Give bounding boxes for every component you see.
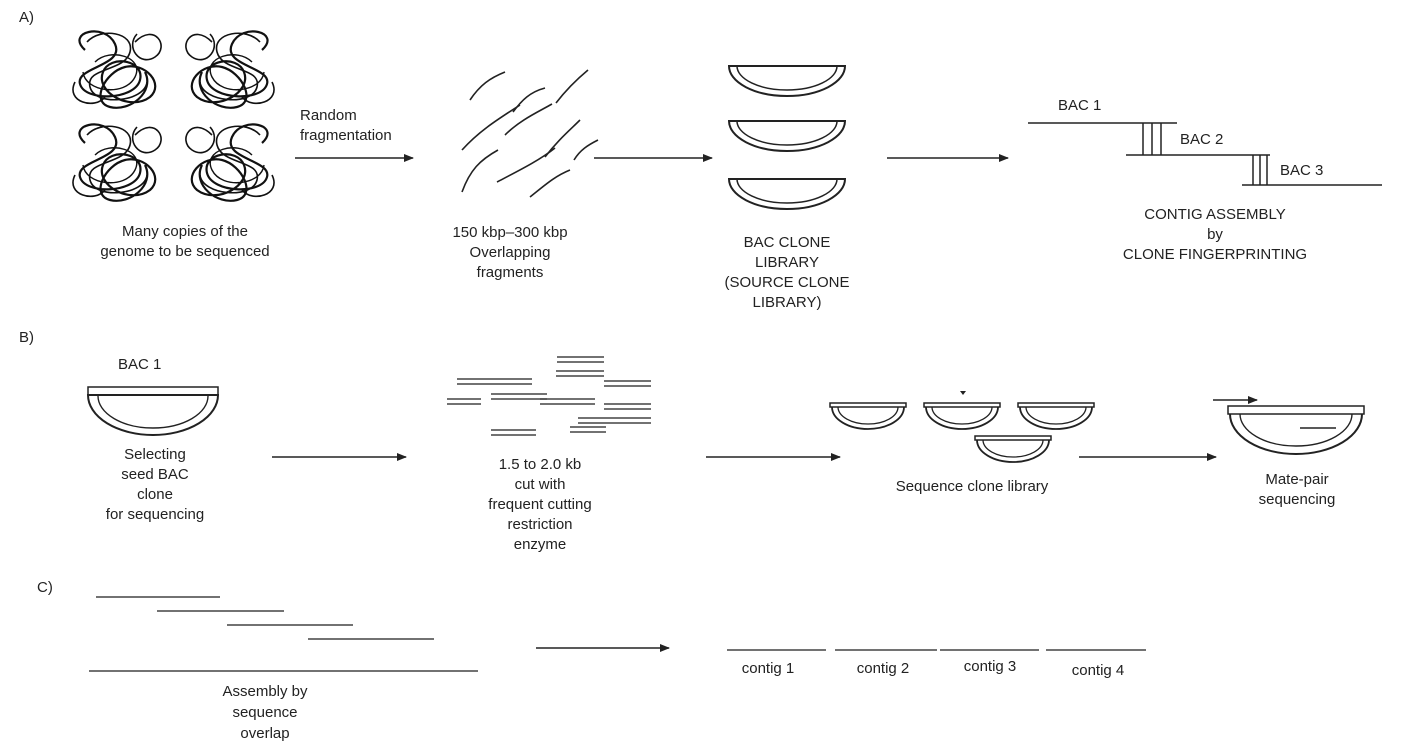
bac-label: BAC 1 xyxy=(1058,97,1102,114)
genome-copy-tangle xyxy=(71,30,163,109)
genome-copy-tangle xyxy=(184,30,276,109)
bac-label: BAC 3 xyxy=(1280,162,1324,179)
contig-label: contig 3 xyxy=(963,658,1017,675)
seed-caption-line: seed BAC xyxy=(121,466,189,483)
bac-label: BAC 2 xyxy=(1180,131,1224,148)
fragments-caption-line: Overlapping xyxy=(469,244,551,261)
contig-assembly-caption-line: CONTIG ASSEMBLY xyxy=(1144,206,1286,223)
cut-caption-line: enzyme xyxy=(513,536,567,553)
contig-fingerprint-lines xyxy=(1028,122,1382,186)
dna-fragments xyxy=(461,69,599,198)
genome-caption-line: genome to be sequenced xyxy=(100,243,270,260)
contig-assembly-caption-line: by xyxy=(1207,226,1223,243)
fragments-caption-line: 150 kbp–300 kbp xyxy=(452,224,568,241)
panel-b-letter: B) xyxy=(19,329,34,346)
bac-library-caption-line: (SOURCE CLONE xyxy=(724,274,850,291)
assembly-caption-line: overlap xyxy=(240,725,290,742)
sequence-clone-bowl xyxy=(829,402,907,430)
contig-assembly-caption-line: CLONE FINGERPRINTING xyxy=(1122,246,1308,263)
fragmentation-label-line: Random xyxy=(300,107,357,124)
contig-label: contig 4 xyxy=(1071,662,1125,679)
mate-pair-clone xyxy=(1227,405,1365,455)
panel-a-letter: A) xyxy=(19,9,34,26)
sequence-clone-bowl xyxy=(923,402,1001,430)
genome-copy-tangle xyxy=(184,123,276,202)
sequence-clone-bowl xyxy=(974,435,1052,463)
bac-clone-bowl xyxy=(728,120,846,152)
sequence-library-caption: Sequence clone library xyxy=(895,478,1049,495)
contig-label: contig 1 xyxy=(741,660,795,677)
bac-clone-bowl xyxy=(728,178,846,210)
bac-library-caption-line: LIBRARY) xyxy=(752,294,822,311)
overlapping-reads xyxy=(89,596,478,672)
fragmentation-label-line: fragmentation xyxy=(300,127,392,144)
cut-fragments xyxy=(447,356,651,436)
genome-copy-tangle xyxy=(71,123,163,202)
assembly-caption-line: Assembly by xyxy=(222,683,308,700)
seed-caption-line: Selecting xyxy=(124,446,186,463)
fragments-caption-line: fragments xyxy=(476,264,544,281)
contig-label: contig 2 xyxy=(856,660,910,677)
seed-bac-label: BAC 1 xyxy=(118,356,162,373)
assembly-caption-line: sequence xyxy=(232,704,298,721)
panel-c-letter: C) xyxy=(37,579,53,596)
mate-pair-caption-line: sequencing xyxy=(1258,491,1336,508)
seed-bac-bowl xyxy=(86,386,220,436)
seed-caption-line: clone xyxy=(137,486,173,503)
cut-caption-line: restriction xyxy=(507,516,573,533)
cut-caption-line: cut with xyxy=(514,476,566,493)
bac-clone-bowl xyxy=(728,65,846,97)
bac-library-caption-line: LIBRARY xyxy=(755,254,819,271)
bac-library-caption-line: BAC CLONE xyxy=(743,234,831,251)
mate-pair-caption-line: Mate-pair xyxy=(1265,471,1329,488)
cut-caption-line: 1.5 to 2.0 kb xyxy=(498,456,582,473)
sequence-clone-bowl xyxy=(1017,402,1095,430)
insert-mark xyxy=(960,391,966,395)
cut-caption-line: frequent cutting xyxy=(488,496,592,513)
genome-caption-line: Many copies of the xyxy=(122,223,248,240)
seed-caption-line: for sequencing xyxy=(105,506,205,523)
